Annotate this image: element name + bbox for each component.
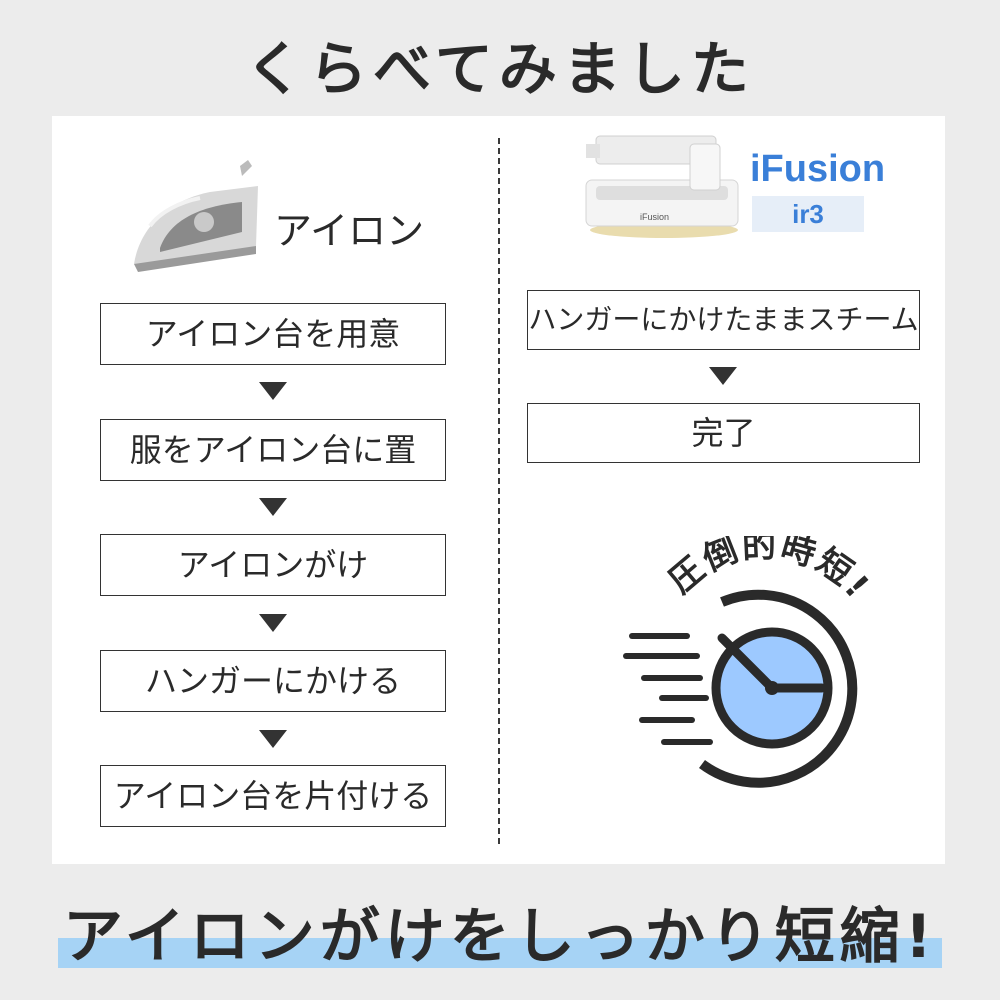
down-arrow-icon <box>709 367 737 385</box>
column-divider <box>498 138 500 844</box>
model-badge: ir3 <box>752 196 864 232</box>
iron-label: アイロン <box>274 209 425 253</box>
iron-icon <box>134 160 258 272</box>
product-logo: iFusion <box>640 212 669 222</box>
down-arrow-icon <box>259 498 287 516</box>
right-step-1: ハンガーにかけたままスチーム <box>527 290 920 350</box>
comparison-panel: アイロン アイロン台を用意 服をアイロン台に置 アイロンがけ ハンガーにかける … <box>52 116 945 864</box>
iron-header: アイロン <box>130 156 430 276</box>
left-step-1: アイロン台を用意 <box>100 303 446 365</box>
left-step-3: アイロンがけ <box>100 534 446 596</box>
down-arrow-icon <box>259 730 287 748</box>
steamer-product-icon: iFusion <box>585 135 739 238</box>
down-arrow-icon <box>259 382 287 400</box>
bottom-headline: アイロンがけをしっかり短縮! <box>62 902 938 972</box>
down-arrow-icon <box>259 614 287 632</box>
right-step-2: 完了 <box>527 403 920 463</box>
left-step-4: ハンガーにかける <box>100 650 446 712</box>
page-title: くらべてみました <box>245 35 755 103</box>
left-step-5: アイロン台を片付ける <box>100 765 446 827</box>
fast-clock-icon: 圧倒的時短! <box>623 536 872 788</box>
bottom-highlight <box>58 938 942 968</box>
left-step-2: 服をアイロン台に置 <box>100 419 446 481</box>
brand-name: iFusion <box>750 148 886 190</box>
